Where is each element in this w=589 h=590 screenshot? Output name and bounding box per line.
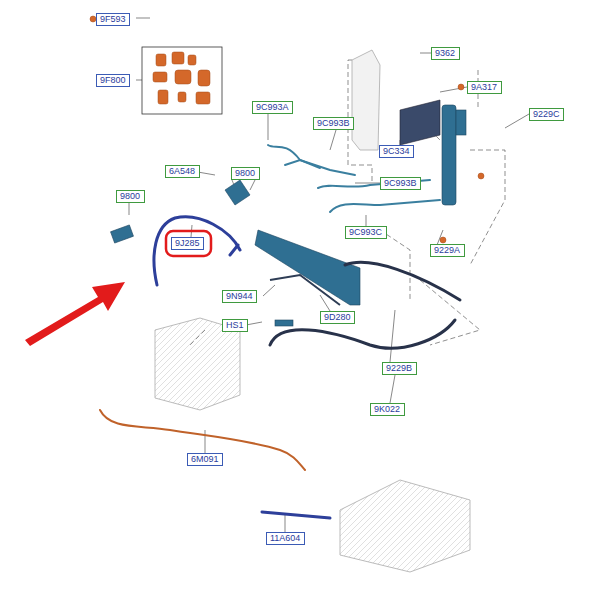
callout-number: 9F800 [100, 75, 126, 85]
callout-number: 11A604 [270, 533, 300, 543]
callout-box: 6A548 [165, 165, 200, 178]
callout-box: 6M091 [187, 453, 223, 466]
callout-number: 9C993B [384, 178, 417, 188]
callout-box: 9K022 [370, 403, 405, 416]
callout-box: 9J285 [171, 237, 204, 250]
callout-box: 9F800 [96, 74, 130, 87]
callout-box: 9C334 [379, 145, 414, 158]
callout-box: 9N944 [222, 290, 257, 303]
callout-number: 6A548 [169, 166, 195, 176]
callout-box: 9229C [529, 108, 564, 121]
callout-number: 9362 [435, 48, 455, 58]
callout-number: 6M091 [191, 454, 219, 464]
callout-box: 9229A [430, 244, 465, 257]
callout-number: 9K022 [374, 404, 400, 414]
callout-number: 9800 [120, 191, 140, 201]
callout-number: 9800 [235, 168, 255, 178]
callout-number: 9A317 [471, 82, 497, 92]
callout-box: 9800 [231, 167, 260, 180]
callout-box: 9C993B [313, 117, 354, 130]
callout-box: 9C993B [380, 177, 421, 190]
callout-box: 11A604 [266, 532, 305, 545]
callout-number: 9229B [386, 363, 412, 373]
callout-box: 9C993A [252, 101, 293, 114]
callout-box: 9F593 [96, 13, 130, 26]
callout-box: 9A317 [467, 81, 502, 94]
callout-number: 9C993A [256, 102, 289, 112]
callout-number: HS1 [226, 320, 244, 330]
callout-number: 9C993C [349, 227, 382, 237]
callout-number: 9N944 [226, 291, 253, 301]
callout-box: HS1 [222, 319, 248, 332]
callout-number: 9D280 [324, 312, 351, 322]
callout-box: 9229B [382, 362, 417, 375]
callout-box: 9362 [431, 47, 460, 60]
callout-number: 9C993B [317, 118, 350, 128]
callout-box: 9D280 [320, 311, 355, 324]
callout-number: 9229C [533, 109, 560, 119]
callout-box: 9C993C [345, 226, 387, 239]
callout-number: 9J285 [175, 238, 200, 248]
callout-number: 9C334 [383, 146, 410, 156]
callout-box: 9800 [116, 190, 145, 203]
callout-number: 9229A [434, 245, 460, 255]
callout-number: 9F593 [100, 14, 126, 24]
